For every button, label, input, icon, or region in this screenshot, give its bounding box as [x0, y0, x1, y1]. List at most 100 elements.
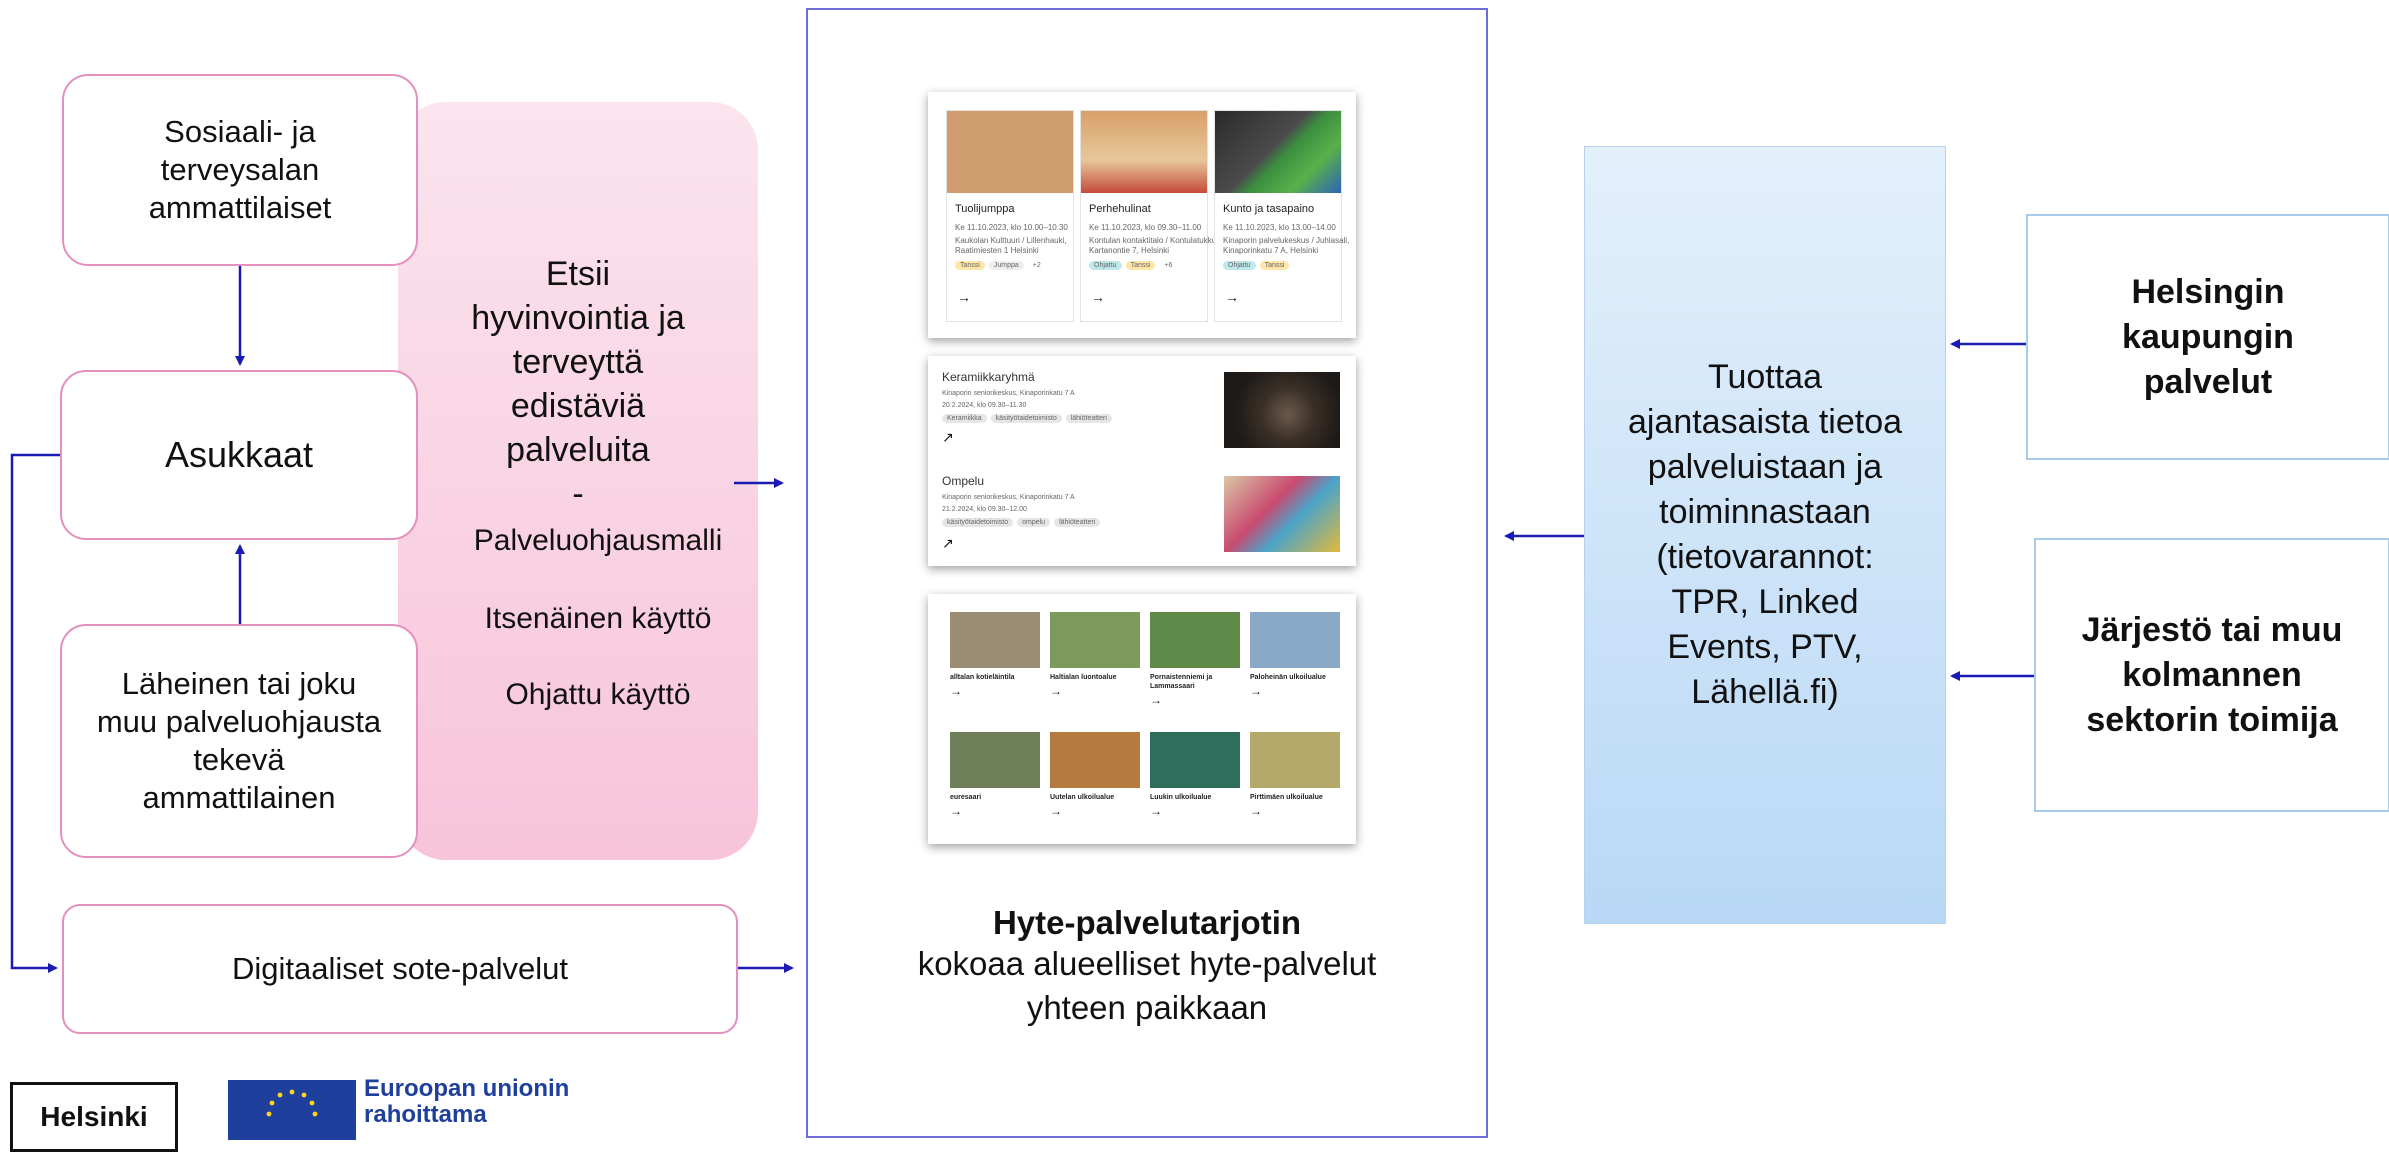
event-card-place: Kinaporin palvelukeskus / Juhlasali, [1223, 236, 1350, 245]
outdoor-area-image [950, 732, 1040, 788]
event-card-date: Ke 11.10.2023, klo 10.00–10.30 [955, 223, 1068, 232]
hyte-caption: Hyte-palvelutarjotin kokoaa alueelliset … [830, 904, 1464, 1030]
tag: Tanssi [1259, 261, 1290, 270]
outdoor-area-image [1250, 612, 1340, 668]
tag: käsityötaidetoimisto [942, 518, 1014, 527]
event-card-arrow[interactable]: → [957, 289, 971, 305]
relative-box: Läheinen tai joku muu palveluohjausta te… [60, 624, 418, 858]
outdoor-area-title: Pirttimäen ulkoilualue [1250, 794, 1323, 801]
activity-row-time: 20.2.2024, klo 09.30–11.30 [942, 402, 1027, 409]
tag: käsityötaidetoimisto [990, 414, 1062, 423]
digital-services-box: Digitaaliset sote-palvelut [62, 904, 738, 1034]
event-card-place-2: Kinaporinkatu 7 A, Helsinki [1223, 246, 1319, 255]
event-card-arrow[interactable]: → [1091, 289, 1105, 305]
tag: +2 [1032, 262, 1041, 269]
outdoor-area-title: alltalan kotieläintila [950, 674, 1015, 681]
event-card-arrow[interactable]: → [1225, 289, 1239, 305]
activity-row-title: Keramiikkaryhmä [942, 370, 1035, 384]
digital-services-label: Digitaaliset sote-palvelut [231, 951, 568, 986]
outdoor-area-title: euresaari [950, 794, 982, 801]
tag: lähiöteatteri [1065, 414, 1112, 423]
outdoor-area-image [1250, 732, 1340, 788]
activity-row-place: Kinaporin seniorikeskus, Kinaporinkatu 7… [942, 390, 1075, 397]
activity-row-time: 21.2.2024, klo 09.30–12.00 [942, 506, 1027, 513]
outdoor-area-title: Paloheinän ulkoilualue [1250, 674, 1326, 681]
event-card-title: Tuolijumppa [955, 203, 1015, 215]
outdoor-area-arrow[interactable]: → [950, 804, 962, 818]
outdoor-area-card[interactable]: Luukin ulkoilualue → [1150, 732, 1240, 818]
tag: Ohjattu [1223, 261, 1256, 270]
activity-row-arrow[interactable]: ↗ [942, 535, 954, 551]
outdoor-area-image [1150, 732, 1240, 788]
outdoor-area-arrow[interactable]: → [1050, 684, 1062, 698]
search-panel: Etsii hyvinvointia ja terveyttä edistävi… [398, 102, 758, 860]
tag: Tanssi [1125, 261, 1156, 270]
tag: ompelu [1017, 518, 1051, 527]
third-sector-box: Järjestö tai muu kolmannen sektorin toim… [2034, 538, 2389, 812]
outdoor-areas-screenshot: alltalan kotieläintila→Haltialan luontoa… [928, 594, 1356, 844]
eu-flag-icon [228, 1080, 356, 1140]
outdoor-area-title: Luukin ulkoilualue [1150, 794, 1212, 801]
arrow-residents-to-digital [10, 453, 60, 973]
event-card-date: Ke 11.10.2023, klo 09.30–11.00 [1089, 223, 1202, 232]
outdoor-area-title: Pornaistenniemi ja Lammassaari [1150, 674, 1213, 690]
activity-row-image [1224, 372, 1340, 448]
third-sector-label: Järjestö tai muu kolmannen sektorin toim… [2081, 610, 2343, 739]
outdoor-area-card[interactable]: Haltialan luontoalue → [1050, 612, 1140, 698]
hyte-title: Hyte-palvelutarjotin [992, 904, 1302, 941]
tag: Ohjattu [1089, 261, 1122, 270]
tag: Keramiikka [942, 414, 987, 423]
activity-list-screenshot: Keramiikkaryhmä Kinaporin seniorikeskus,… [928, 356, 1356, 566]
search-option-independent: Itsenäinen käyttö [484, 602, 712, 635]
activity-row-arrow[interactable]: ↗ [942, 429, 954, 445]
professionals-box: Sosiaali- ja terveysalan ammattilaiset [62, 74, 418, 266]
event-card-date: Ke 11.10.2023, klo 13.00–14.00 [1223, 223, 1336, 232]
outdoor-area-title: Uutelan ulkoilualue [1050, 794, 1115, 801]
helsinki-logo-text: Helsinki [40, 1101, 148, 1132]
tag: +6 [1164, 262, 1173, 269]
helsinki-logo: Helsinki [10, 1082, 178, 1152]
outdoor-area-card[interactable]: euresaari → [950, 732, 1040, 818]
outdoor-area-arrow[interactable]: → [1250, 804, 1262, 818]
professionals-label: Sosiaali- ja terveysalan ammattilaiset [148, 114, 332, 225]
event-cards-screenshot: Tuolijumppa Ke 11.10.2023, klo 10.00–10.… [928, 92, 1356, 338]
search-option-guided: Ohjattu käyttö [505, 678, 691, 711]
activity-row-place: Kinaporin seniorikeskus, Kinaporinkatu 7… [942, 494, 1075, 501]
outdoor-area-arrow[interactable]: → [1150, 693, 1162, 707]
tag: lähiöteatteri [1054, 518, 1101, 527]
activity-row-image [1224, 476, 1340, 552]
outdoor-area-card[interactable]: Uutelan ulkoilualue → [1050, 732, 1140, 818]
event-card-title: Perhehulinat [1089, 203, 1151, 215]
event-card-title: Kunto ja tasapaino [1223, 203, 1315, 215]
outdoor-area-card[interactable]: Pirttimäen ulkoilualue → [1250, 732, 1340, 818]
outdoor-area-arrow[interactable]: → [950, 684, 962, 698]
event-card: Kunto ja tasapaino Ke 11.10.2023, klo 13… [1214, 110, 1349, 322]
event-card-place: Kaukolan Kulttuuri / Lillenhauki, [955, 236, 1067, 245]
outdoor-area-arrow[interactable]: → [1050, 804, 1062, 818]
outdoor-area-arrow[interactable]: → [1250, 684, 1262, 698]
outdoor-area-title: Haltialan luontoalue [1050, 674, 1117, 681]
event-card-image [947, 111, 1073, 193]
event-card-place-2: Raatimiesten 1 Helsinki [955, 246, 1039, 255]
activity-row: Ompelu Kinaporin seniorikeskus, Kinapori… [928, 460, 1356, 566]
relative-label: Läheinen tai joku muu palveluohjausta te… [96, 666, 382, 815]
outdoor-area-card[interactable]: Paloheinän ulkoilualue → [1250, 612, 1340, 698]
city-services-label: Helsingin kaupungin palvelut [2122, 272, 2294, 401]
event-card-place: Kontulan kontaktitalo / Kontulatukku [1089, 236, 1217, 245]
event-card-image [1081, 111, 1207, 193]
outdoor-area-card[interactable]: Pornaistenniemi ja Lammassaari → [1150, 612, 1240, 707]
tag: Tanssi [955, 261, 985, 270]
event-card-image [1215, 111, 1341, 193]
eu-funding-text: Euroopan unionin rahoittama [364, 1075, 570, 1128]
search-panel-heading: Etsii hyvinvointia ja terveyttä edistävi… [471, 255, 685, 513]
activity-row: Keramiikkaryhmä Kinaporin seniorikeskus,… [928, 356, 1356, 461]
search-option-service-guidance: Palveluohjausmalli [473, 524, 723, 557]
residents-label: Asukkaat [164, 434, 314, 475]
eu-stars-icon [266, 1089, 318, 1117]
tag: Jumppa [988, 261, 1024, 270]
outdoor-area-card[interactable]: alltalan kotieläintila → [950, 612, 1040, 698]
outdoor-area-arrow[interactable]: → [1150, 804, 1162, 818]
